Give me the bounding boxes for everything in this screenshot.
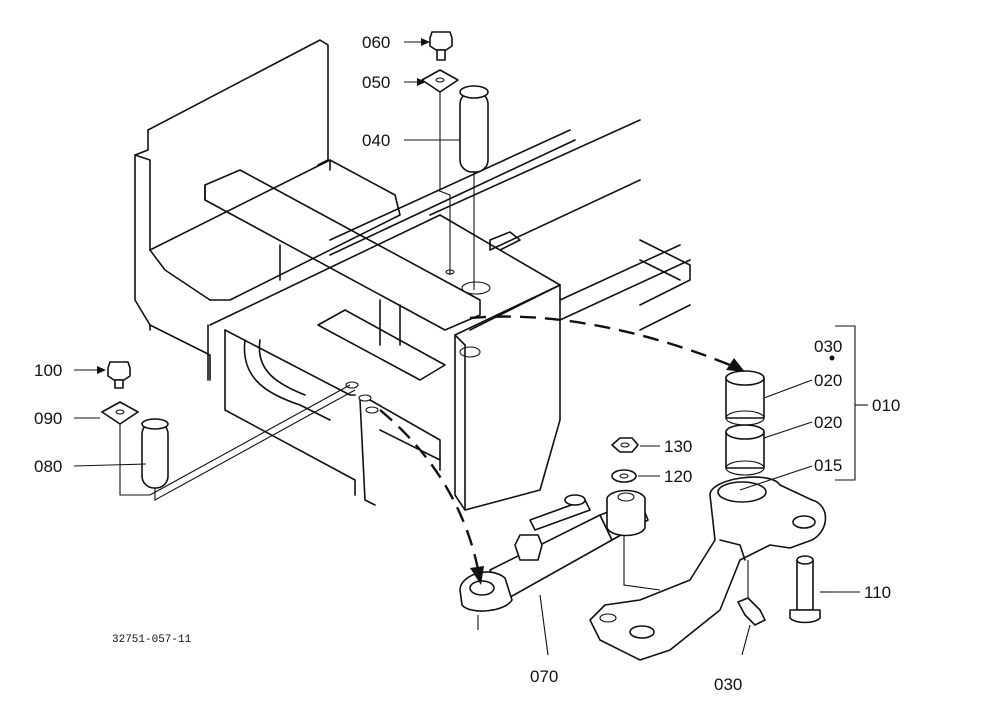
clip-030 xyxy=(737,560,766,656)
washer-090 xyxy=(101,401,139,425)
steering-arm xyxy=(589,476,827,661)
bolt-060-shank xyxy=(436,49,446,61)
label-020-lower: 020 xyxy=(814,413,842,432)
washer-050 xyxy=(421,69,459,93)
bolt-100 xyxy=(107,361,131,381)
drawing-code: 32751-057-11 xyxy=(112,634,192,646)
label-030-bottom: 030 xyxy=(714,675,742,694)
bolt-060 xyxy=(429,31,453,51)
washer-120 xyxy=(611,469,637,483)
arrow-lower xyxy=(470,566,484,585)
label-040: 040 xyxy=(362,131,390,150)
label-060: 060 xyxy=(362,33,390,52)
label-030-top: 030 xyxy=(814,337,842,356)
label-050: 050 xyxy=(362,73,390,92)
left-pin-group xyxy=(101,361,356,501)
label-100: 100 xyxy=(34,361,62,380)
hydraulic-cylinder-070 xyxy=(459,489,649,656)
arm-boss-hole xyxy=(717,481,767,503)
frame-assembly xyxy=(134,39,691,511)
label-120: 120 xyxy=(664,467,692,486)
label-090: 090 xyxy=(34,409,62,428)
top-pin-group xyxy=(421,31,489,290)
label-010: 010 xyxy=(872,396,900,415)
bushing-group xyxy=(725,370,765,476)
nut-130 xyxy=(611,437,639,453)
arm-end-hole xyxy=(792,515,816,529)
bolt-100-shank xyxy=(114,379,124,389)
label-080: 080 xyxy=(34,457,62,476)
label-020-upper: 020 xyxy=(814,371,842,390)
label-070: 070 xyxy=(530,667,558,686)
bolt-110 xyxy=(789,555,835,624)
leader-lines xyxy=(73,38,868,593)
pin-080 xyxy=(141,421,169,489)
hose-line-lower xyxy=(379,409,482,581)
label-110: 110 xyxy=(864,583,891,602)
nut-washer-group xyxy=(611,437,661,591)
label-130: 130 xyxy=(664,437,692,456)
hose-line-upper xyxy=(469,315,743,372)
arrow-upper xyxy=(726,358,745,372)
label-015: 015 xyxy=(814,456,842,475)
pin-040 xyxy=(459,91,489,173)
